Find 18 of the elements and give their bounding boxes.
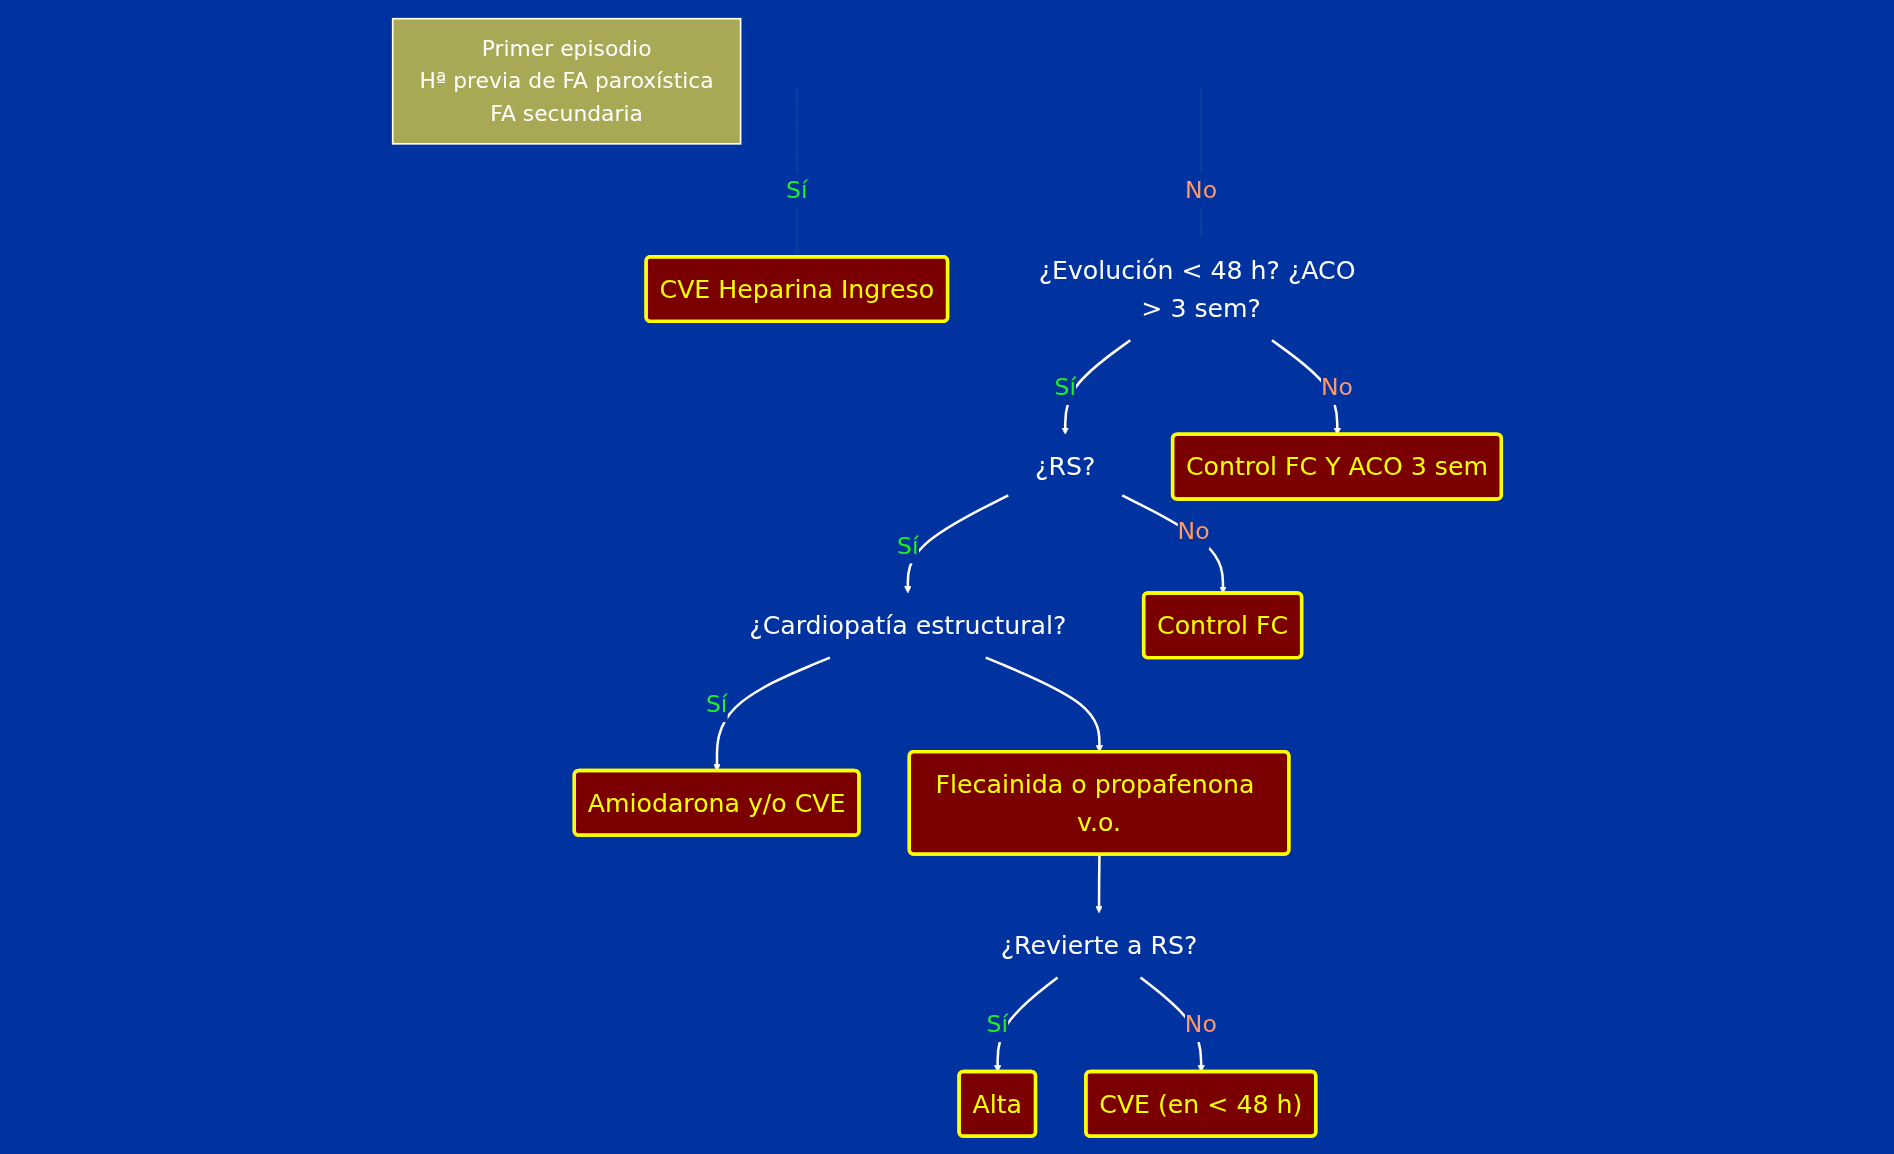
edge-label: No [1320,372,1353,401]
edge-label: No [1184,1009,1217,1038]
edge-label: No [1185,176,1218,204]
edge-label: Sí [705,689,728,718]
edge-label: Sí [986,1009,1008,1038]
arrow [985,656,1104,752]
edge-label: Sí [786,176,808,204]
node-text: ¿Evolución < 48 h? ¿ACO > 3 sem? [1038,255,1356,323]
edge-label: Sí [897,531,919,559]
node-text: ¿Cardiopatía estructural? [749,610,1067,640]
node-box: Primer episodio Hª previa de FA paroxística FA secundaria [391,17,742,145]
arrow [1095,854,1103,913]
edge-label: No [1177,516,1210,545]
node-text: ¿RS? [1035,451,1096,481]
arrow [904,493,1009,593]
node-text: ¿Revierte a RS? [1000,930,1198,960]
edge-label: Sí [1054,372,1076,401]
arrow [713,656,831,771]
